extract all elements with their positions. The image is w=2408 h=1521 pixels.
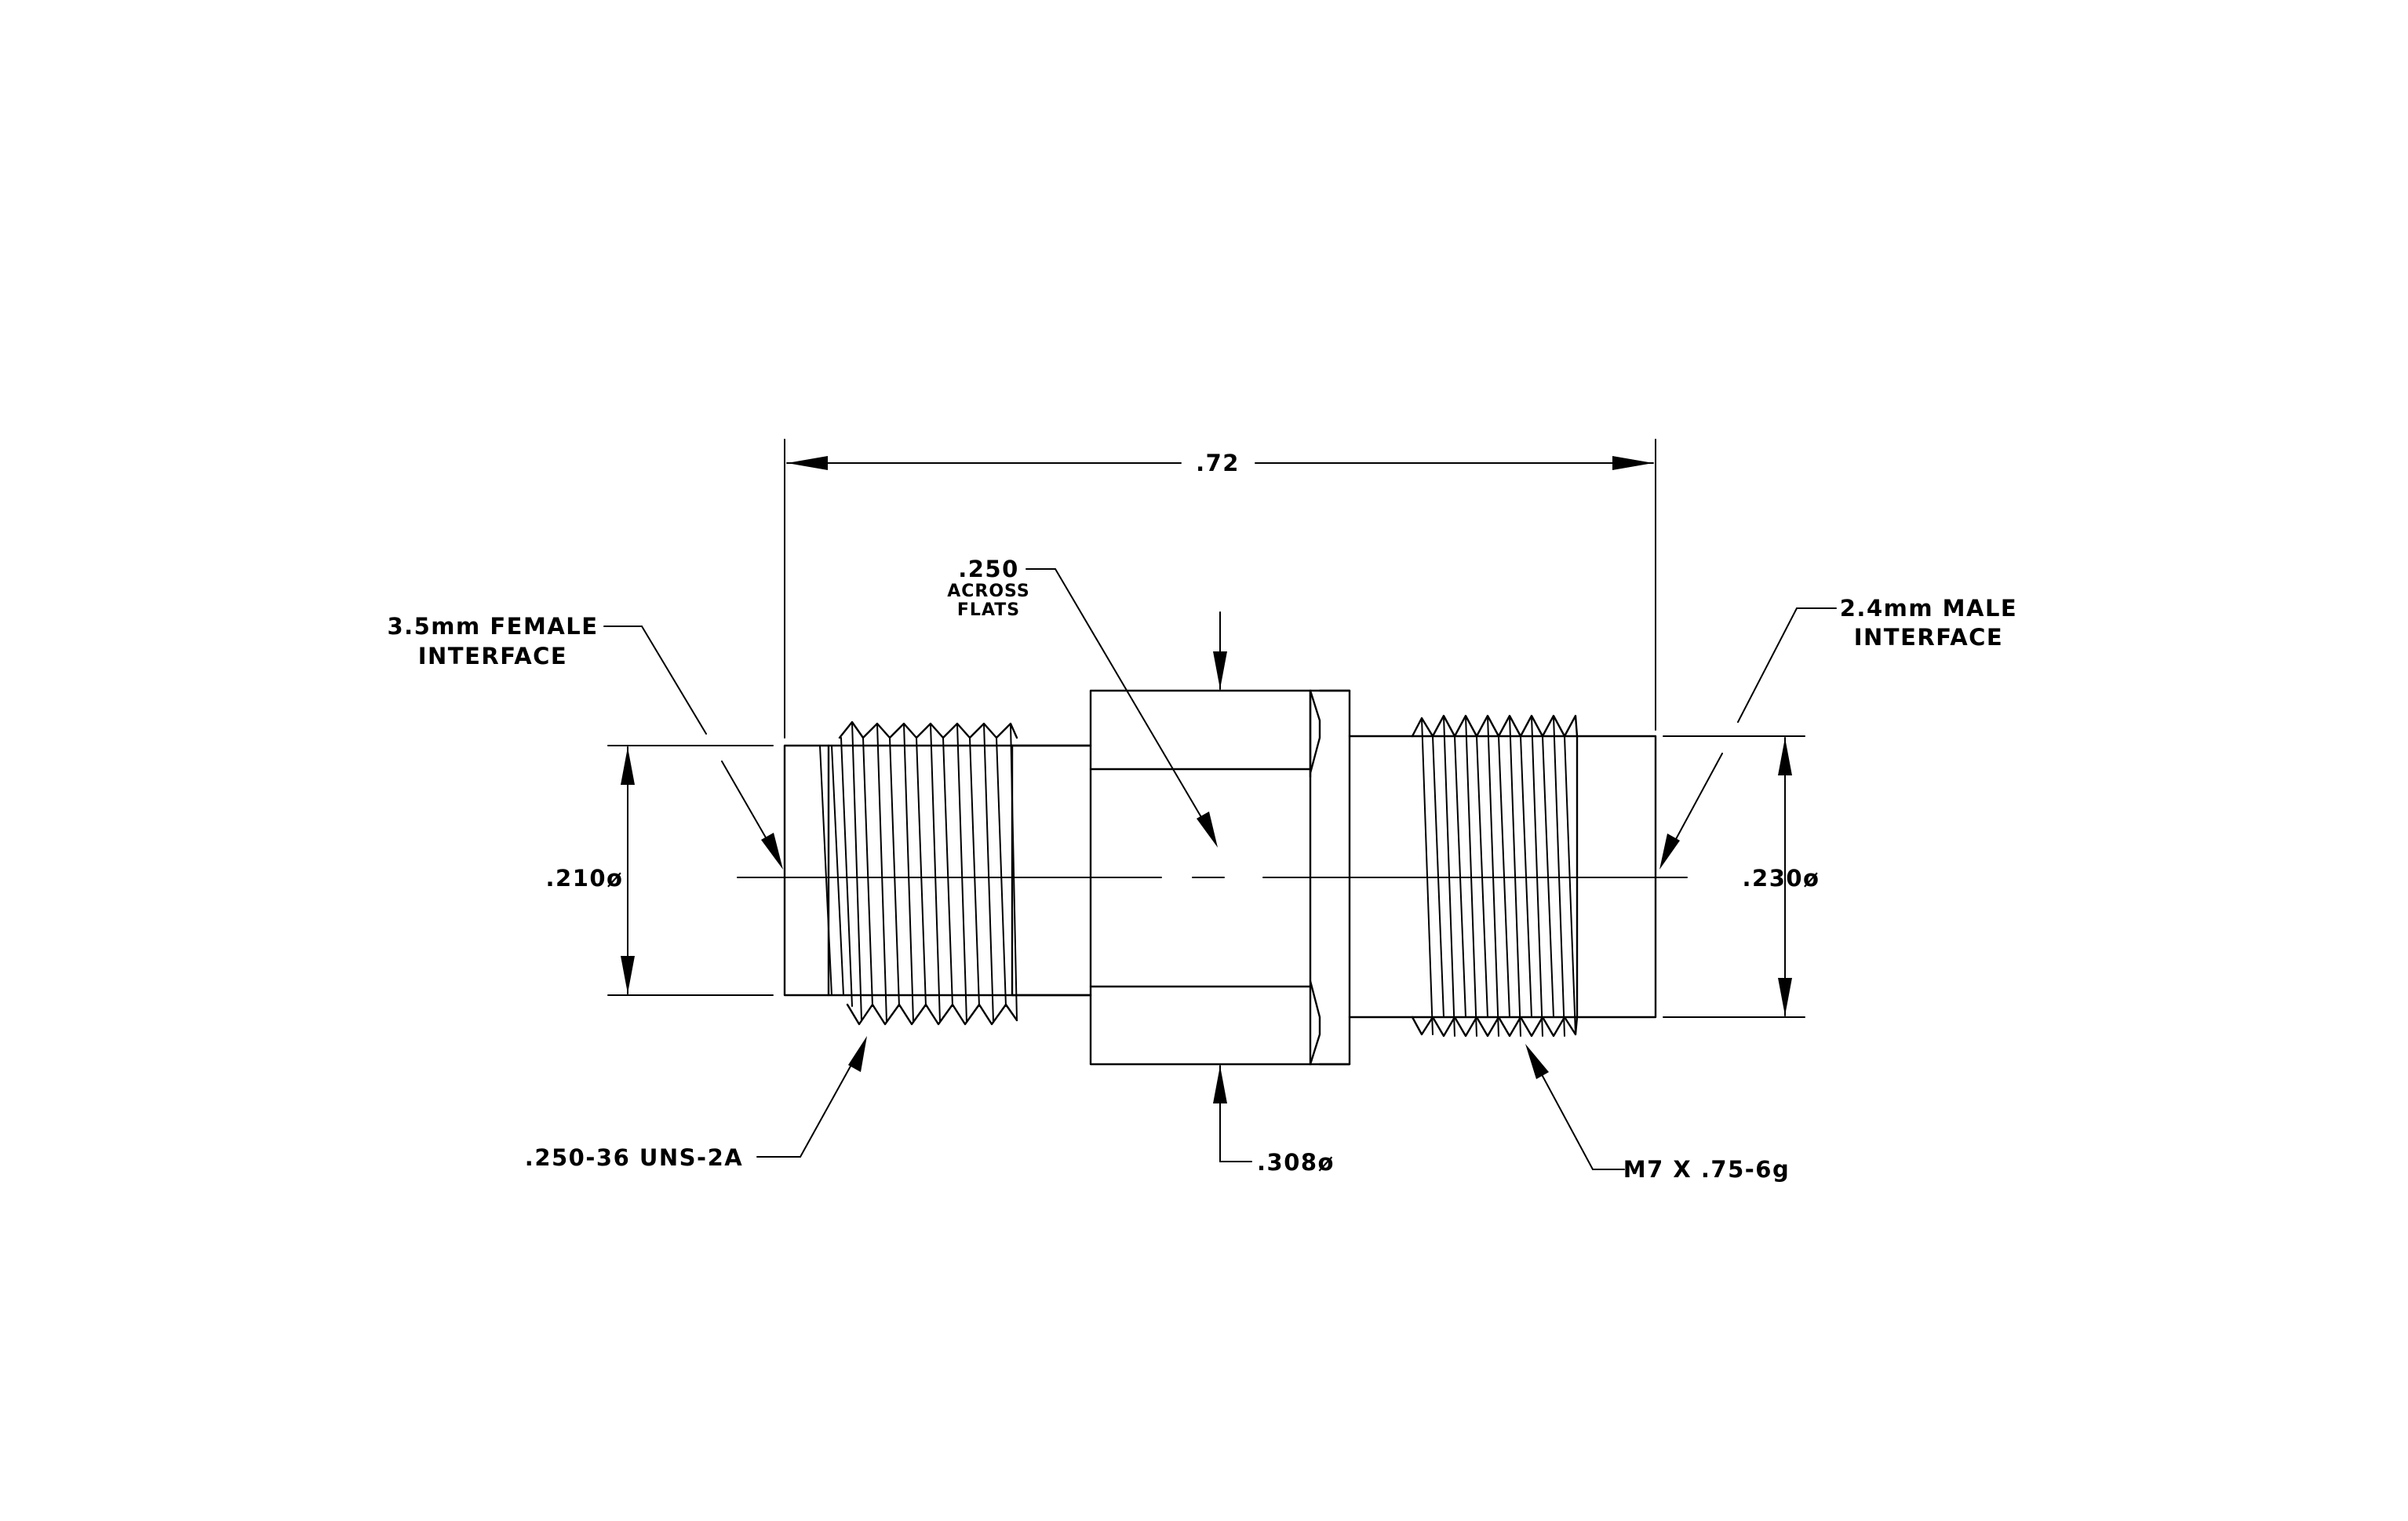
right-thread-label: M7 X .75-6g	[1623, 1156, 1790, 1183]
callout-right-thread: M7 X .75-6g	[1525, 1044, 1790, 1183]
right-interface-line1: 2.4mm MALE	[1840, 595, 2018, 622]
right-thread	[1411, 714, 1579, 1038]
across-flats-value: .250	[958, 556, 1019, 582]
left-diameter-label: .210ø	[546, 865, 624, 892]
dimension-overall-length: .72	[784, 439, 1656, 739]
overall-length-label: .72	[1196, 450, 1240, 476]
callout-left-interface: 3.5mm FEMALE INTERFACE	[387, 613, 783, 870]
left-thread-label: .250-36 UNS-2A	[525, 1144, 743, 1171]
dimension-hex-diameter: .308ø	[1213, 611, 1335, 1176]
callout-right-interface: 2.4mm MALE INTERFACE	[1659, 595, 2018, 870]
left-interface-line1: 3.5mm FEMALE	[387, 613, 598, 640]
across-flats-line1: ACROSS	[947, 582, 1030, 601]
hex-diameter-label: .308ø	[1257, 1149, 1335, 1176]
dimension-right-diameter: .230ø	[1663, 735, 1820, 1018]
right-diameter-label: .230ø	[1743, 865, 1820, 892]
callout-left-thread: .250-36 UNS-2A	[525, 1036, 867, 1171]
right-interface-line2: INTERFACE	[1854, 624, 2004, 651]
left-interface-line2: INTERFACE	[418, 643, 568, 669]
dimension-across-flats: .250 ACROSS FLATS	[947, 556, 1218, 848]
across-flats-line2: FLATS	[957, 600, 1020, 620]
left-thread	[819, 720, 1018, 1026]
dimension-left-diameter: .210ø	[546, 745, 774, 996]
